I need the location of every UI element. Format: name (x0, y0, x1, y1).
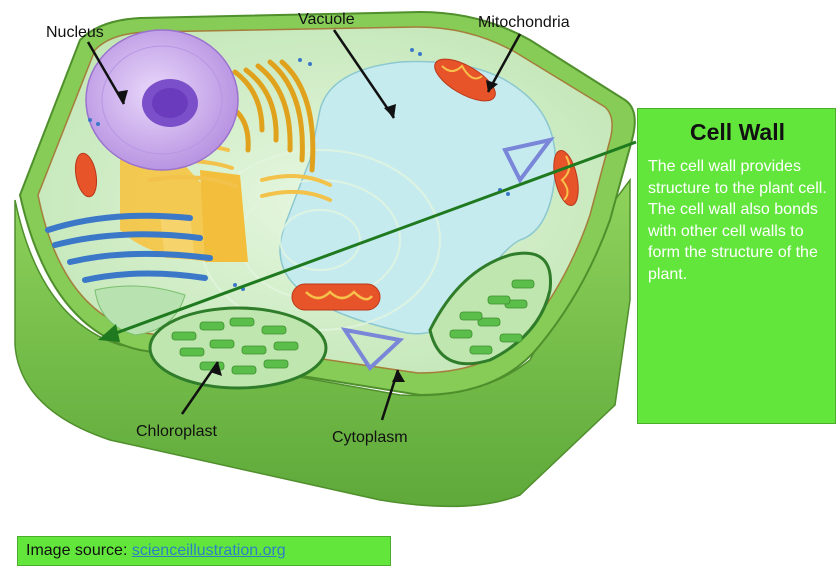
nucleus-shape (86, 30, 238, 170)
mitochondria-label: Mitochondria (478, 14, 570, 31)
callout-body: The cell wall provides structure to the … (648, 156, 827, 285)
chloroplast-left (150, 308, 326, 388)
image-source-prefix: Image source: (26, 542, 127, 559)
cell-wall-callout: Cell Wall The cell wall provides structu… (637, 108, 836, 424)
image-source-box: Image source: scienceillustration.org (17, 536, 391, 566)
vacuole-label: Vacuole (298, 11, 355, 28)
chloroplast-label: Chloroplast (136, 423, 217, 440)
cytoplasm-label: Cytoplasm (332, 429, 408, 446)
image-source-link[interactable]: scienceillustration.org (132, 542, 286, 559)
callout-title: Cell Wall (648, 119, 827, 146)
mitochondrion-center (292, 284, 380, 310)
nucleus-label: Nucleus (46, 24, 104, 41)
